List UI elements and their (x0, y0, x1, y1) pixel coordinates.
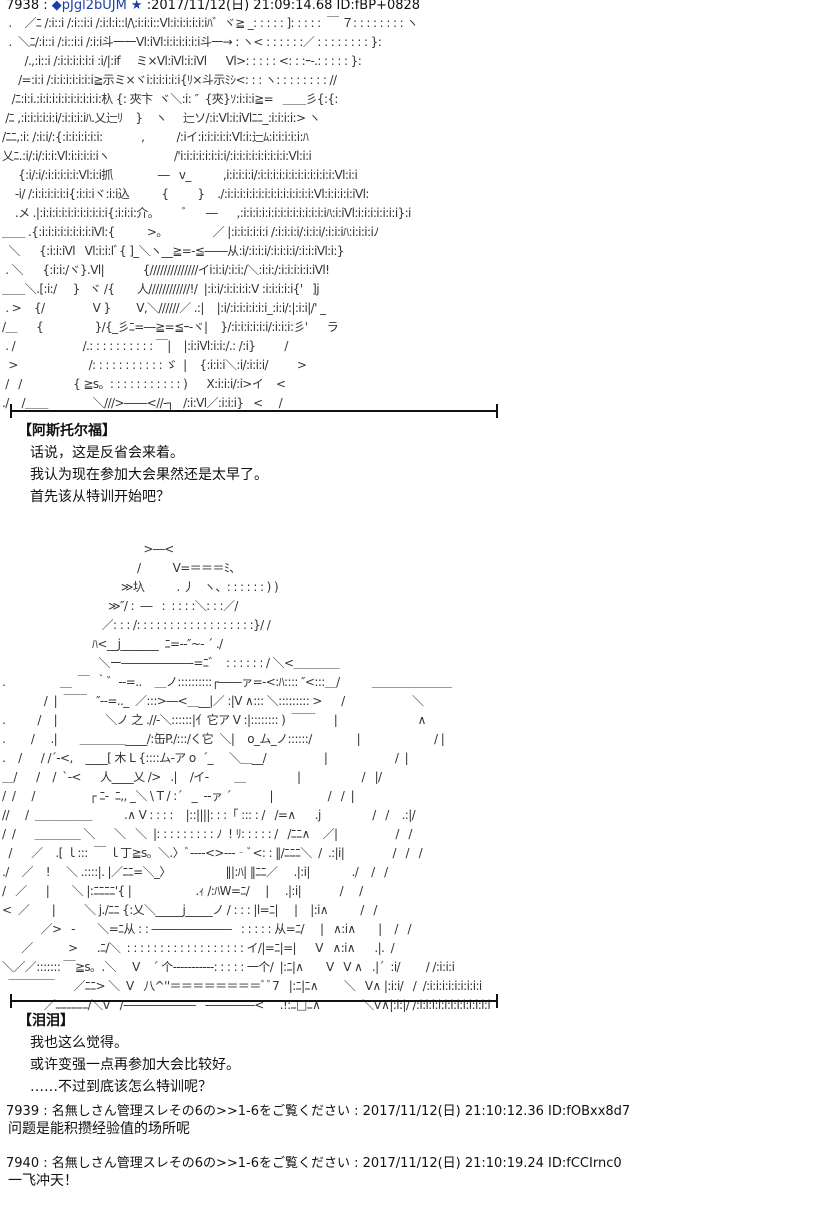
dialogue-line: 首先该从特训开始吧？ (30, 489, 170, 505)
dialogue-line: ……不过到底该怎么特训呢？ (30, 1079, 212, 1095)
post-body-7939: 问题是能积攒经验值的场所呢 (8, 1121, 190, 1137)
scene-divider-1 (10, 404, 498, 418)
ascii-art-astolfo: . ／ﾆ /:i::i /:i::i:i /:i:l:i::l/\:i:i:i:… (2, 16, 418, 410)
speaker-label: 【阿斯托尔福】 (18, 423, 116, 439)
post-header-7939: 7939 : 名無しさん管理スレその6の>>1-6をご覧ください : 2017/… (6, 1104, 631, 1119)
dialogue-line: 我也这么觉得。 (30, 1035, 128, 1051)
trip-code-link[interactable]: ◆pJgl2bUJM ★ (51, 0, 143, 13)
post-number: 7938 (6, 0, 40, 13)
post-header-7938: 7938 : ◆pJgl2bUJM ★ :2017/11/12(日) 21:09… (6, 0, 421, 13)
dialogue-line: 话说，这是反省会来着。 (30, 445, 184, 461)
scene-divider-2 (10, 994, 498, 1008)
speaker-label: 【泪泪】 (18, 1013, 74, 1029)
dialogue-line: 或许变强一点再参加大会比较好。 (30, 1057, 240, 1073)
post-header-7940: 7940 : 名無しさん管理スレその6の>>1-6をご覧ください : 2017/… (6, 1156, 622, 1171)
ascii-art-scene-two: >―< / V=＝＝＝ﾐ、 ≫圦 . 丿 ヽ、: : : : : : ) ) ≫… (2, 542, 491, 1012)
post-meta: :2017/11/12(日) 21:09:14.68 ID:fBP+0828 (146, 0, 421, 13)
dialogue-line: 我认为现在参加大会果然还是太早了。 (30, 467, 268, 483)
post-body-7940: 一飞冲天！ (8, 1173, 78, 1189)
